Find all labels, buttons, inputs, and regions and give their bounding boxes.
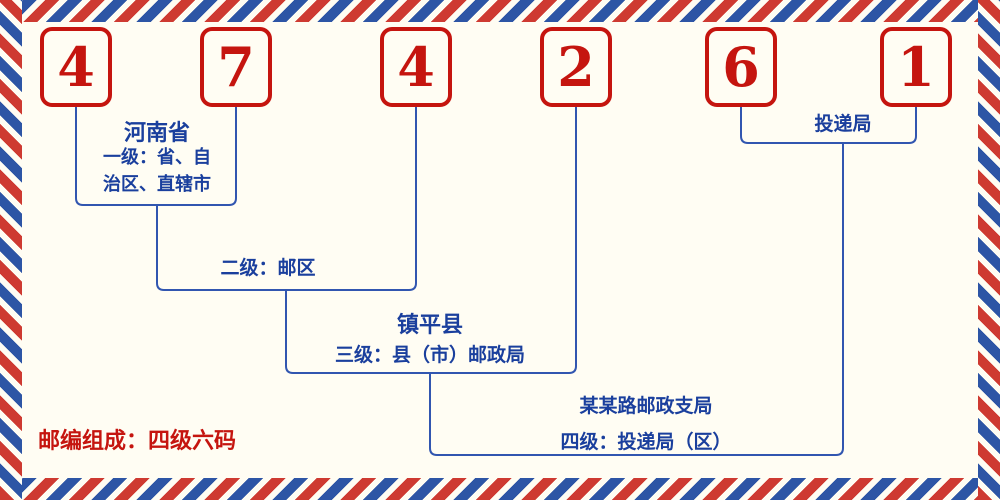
level1-desc: 一级：省、自 治区、直辖市 [103, 144, 211, 198]
postal-digit-box-4: 2 [540, 27, 612, 107]
postal-digit-box-3: 4 [380, 27, 452, 107]
airmail-border-top [0, 0, 1000, 22]
postal-digit-box-5: 6 [705, 27, 777, 107]
delivery-bracket [740, 106, 917, 144]
postal-digit-box-1: 4 [40, 27, 112, 107]
airmail-border-right [978, 0, 1000, 500]
postal-digit-2: 7 [217, 35, 255, 99]
level1-region-label: 河南省 [123, 121, 191, 146]
level4-desc: 四级：投递局（区） [560, 431, 732, 453]
postal-digit-1: 4 [57, 35, 95, 99]
postal-digit-box-2: 7 [200, 27, 272, 107]
level3-desc: 三级：县（市）邮政局 [334, 344, 526, 366]
airmail-border-left [0, 0, 22, 500]
level1-desc-line1: 一级：省、自 [103, 147, 211, 168]
postal-digit-5: 6 [722, 35, 760, 99]
postal-digit-box-6: 1 [880, 27, 952, 107]
delivery-office-label: 投递局 [814, 113, 872, 135]
level4-line [429, 142, 844, 456]
level4-office-label: 某某路邮政支局 [579, 395, 713, 417]
postal-digit-6: 1 [897, 35, 935, 99]
postal-digit-4: 2 [557, 35, 595, 99]
level2-label: 二级：邮区 [220, 257, 316, 279]
level3-region-label: 镇平县 [396, 313, 464, 338]
airmail-border-bottom [0, 478, 1000, 500]
level1-desc-line2: 治区、直辖市 [103, 174, 211, 195]
postal-digit-3: 4 [397, 35, 435, 99]
composition-note: 邮编组成：四级六码 [38, 429, 237, 454]
